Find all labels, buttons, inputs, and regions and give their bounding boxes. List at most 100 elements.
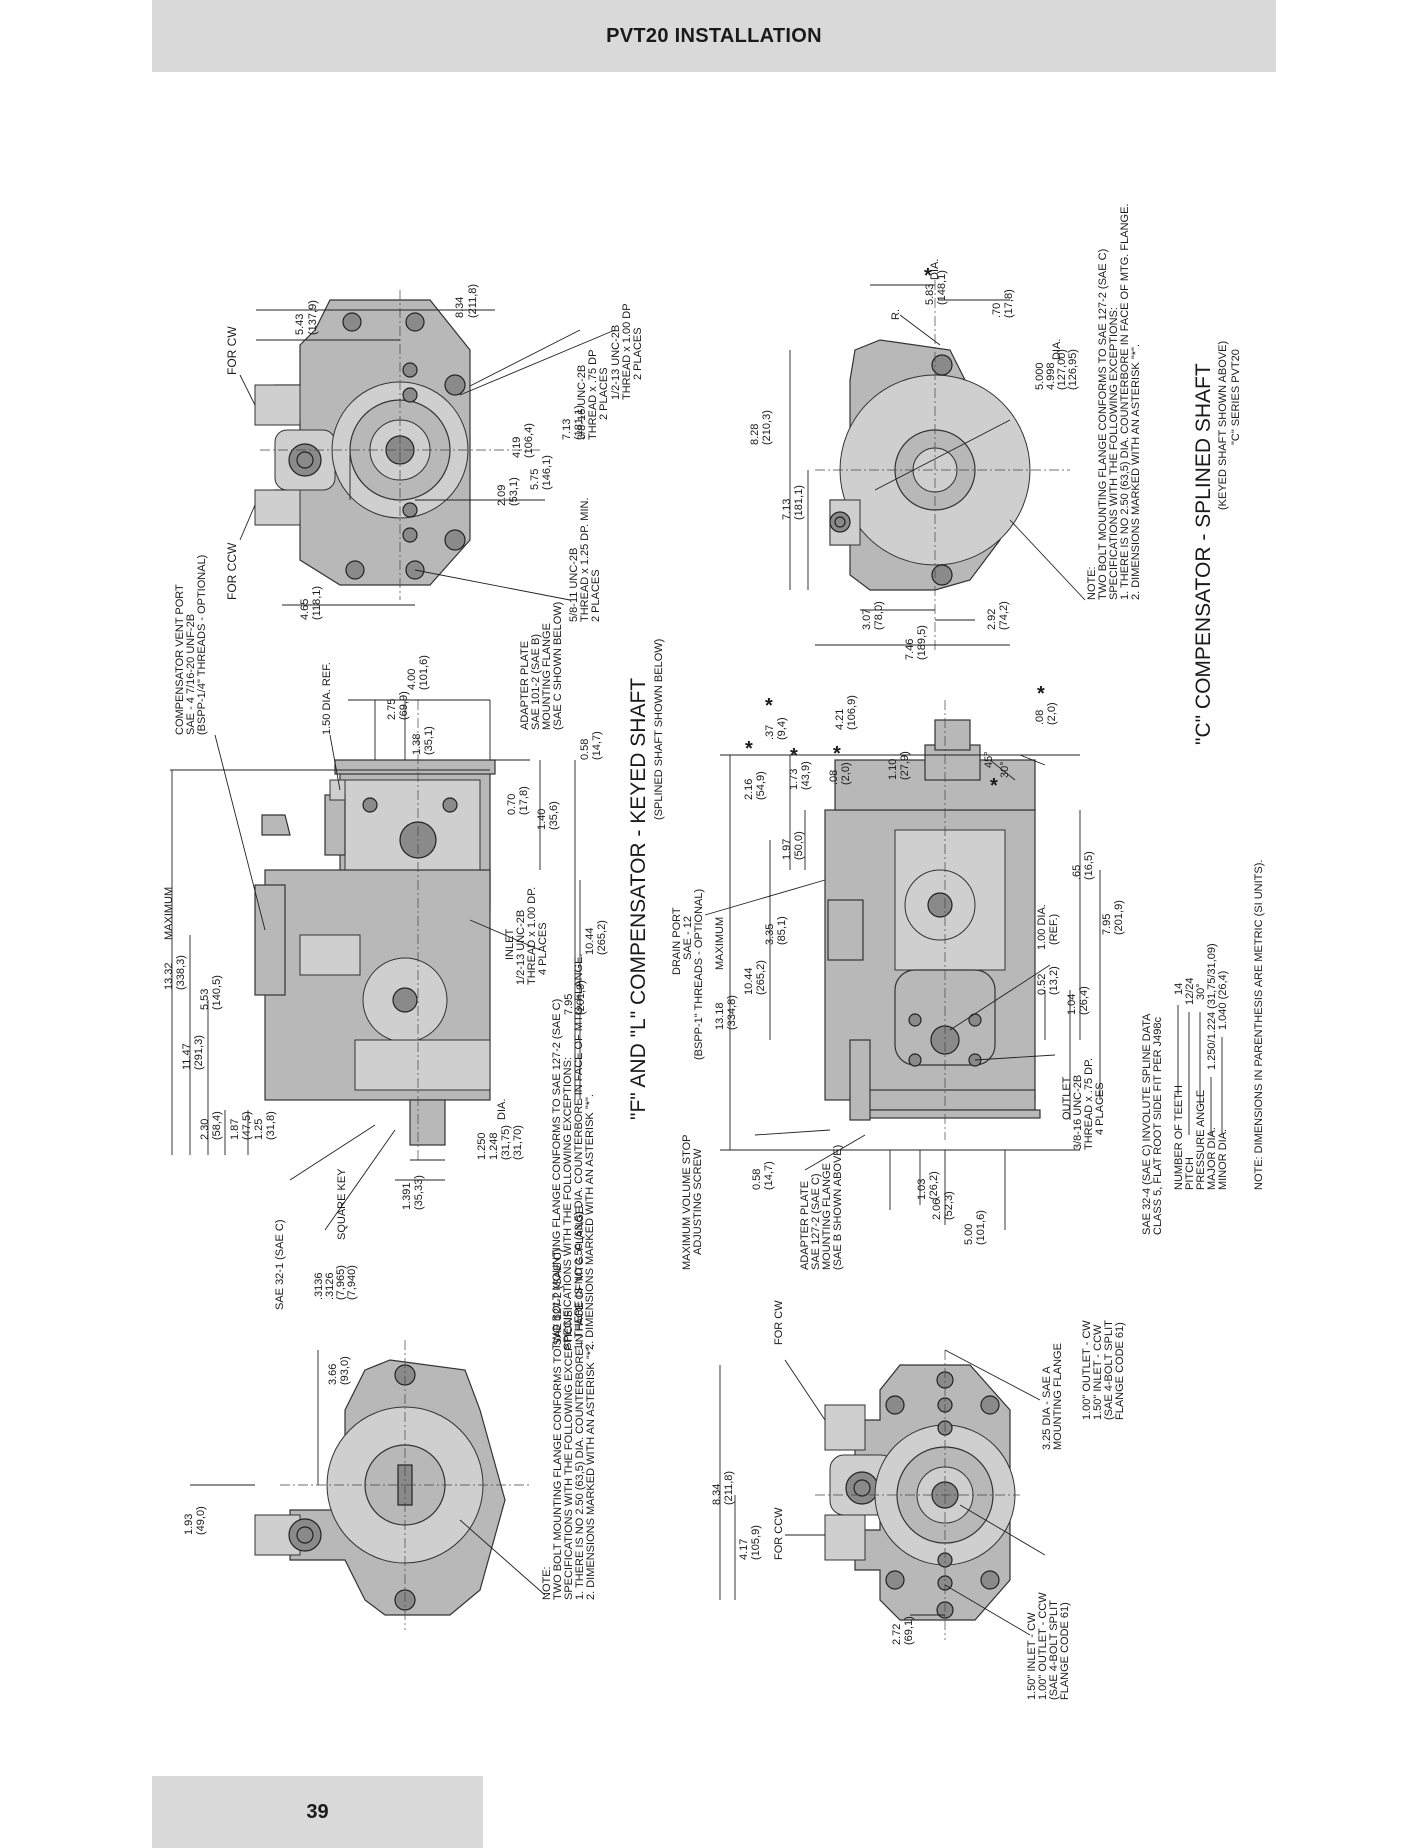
dim-1250-c: (31,75) [500, 1125, 512, 1160]
dim-465-b: (118,1) [311, 586, 323, 620]
note-top-l4: 1. THERE IS NO 2.50 (63,5) DIA. COUNTERB… [1119, 204, 1131, 601]
dim-1332-b: (338,3) [175, 955, 187, 990]
dim-1044-a-1: 10.44 [584, 927, 596, 955]
outlet-l2: 3/8-16 UNC-2B [1072, 1075, 1084, 1150]
dim-193-b: (49,0) [195, 1506, 207, 1535]
side-view-keyed [170, 699, 581, 1231]
dim-543-b: (137,9) [307, 300, 319, 335]
dim-575-b: (146,1) [541, 455, 553, 490]
rear-view-keyed [239, 290, 616, 606]
dim-216-b: (54,9) [755, 771, 767, 800]
dim-713-b-1: 7.13 [781, 499, 793, 520]
dim-037-a: .37 [764, 725, 776, 740]
dim-052-a: 0.52 [1036, 974, 1048, 995]
inlet-l4: 4 PLACES [537, 922, 549, 975]
inlet-cw-l2: 1.00" OUTLET - CCW [1037, 1592, 1049, 1700]
dim-834-a: 8.34 [454, 297, 466, 318]
dim-500-b: (101,6) [975, 1210, 987, 1245]
thread-12-l3: 2 PLACES [632, 327, 644, 380]
dim-058-a-1: 0.58 [579, 739, 591, 760]
thread-58-l3: 2 PLACES [590, 569, 602, 622]
dim-553-a: 5.53 [199, 989, 211, 1010]
vent-port-l3: (BSPP-1/4" THREADS - OPTIONAL) [196, 555, 208, 735]
section-subtitle-splined: (KEYED SHAFT SHOWN ABOVE) [1217, 341, 1229, 510]
asterisk-angle: * [990, 775, 998, 797]
dim-065-b: (16,5) [1083, 851, 1095, 880]
page-number: 39 [306, 1800, 329, 1823]
dim-746-b: (189,5) [916, 625, 928, 660]
spline-row-value: 14 [1173, 983, 1185, 995]
page-title: PVT20 INSTALLATION [606, 24, 822, 47]
adapter-b-l1: ADAPTER PLATE [519, 641, 531, 730]
outlet-cw-l1: 1.00" OUTLET - CW [1081, 1320, 1093, 1420]
dim-583-b: (148,1) [936, 270, 948, 305]
label-r: R. [890, 309, 902, 320]
note-left-bot-l3: SPECIFICATIONS WITH THE FOLLOWING EXCEPT… [563, 1307, 575, 1600]
adapter-c-l1: ADAPTER PLATE [799, 1181, 811, 1270]
dim-366-b: (93,0) [339, 1356, 351, 1385]
dim-037-b: (9,4) [776, 717, 788, 740]
dim-419-b: (106,4) [523, 423, 535, 458]
label-maximum: MAXIMUM [163, 887, 175, 940]
vent-port-l2: SAE - 4 7/16-20 UNF-2B [185, 614, 197, 735]
max-vol-stop-l2: ADJUSTING SCREW [692, 1148, 704, 1255]
dim-125-b: (31,8) [265, 1111, 277, 1140]
outlet-l1: OUTLET [1061, 1076, 1073, 1120]
asterisk-008-b: * [1037, 683, 1045, 705]
dim-070-a: 0.70 [506, 794, 518, 815]
dim-209-b: (53,1) [508, 477, 520, 506]
dim-834-b-2: (211,8) [723, 1471, 735, 1505]
dim-575-a: 5.75 [529, 469, 541, 490]
inlet-l1: INLET [504, 929, 516, 960]
dim-193-a: 1.93 [183, 1514, 195, 1535]
dim-421-a: 4.21 [834, 709, 846, 730]
dim-1250-a: 1.250 [476, 1132, 488, 1160]
drain-port-l3: (BSPP-1" THREADS - OPTIONAL) [693, 889, 705, 1060]
dim-138-a: 1.38 [411, 734, 423, 755]
dim-187-a: 1.87 [229, 1119, 241, 1140]
dim-417-b: (105,9) [750, 1525, 762, 1560]
dim-400-b: (101,6) [418, 655, 430, 690]
spline-data-l2: CLASS 5, FLAT ROOT SIDE FIT PER J498c [1152, 1016, 1164, 1235]
dim-335-a: 3.35 [764, 924, 776, 945]
dim-746-a: 7.46 [904, 639, 916, 660]
front-view-splined [789, 280, 1086, 650]
asterisk-008: * [833, 743, 841, 765]
dim-173-b: (43,9) [800, 761, 812, 790]
dim-008-b: (2,0) [840, 762, 852, 785]
thread-38-l2: THREAD x .75 DP [587, 350, 599, 440]
dim-140-a: 1.40 [536, 809, 548, 830]
dim-1318-a: 13.18 [714, 1002, 726, 1030]
dim-110-a: 1.10 [887, 759, 899, 780]
note-left-bot-l4: 1. THERE IS NO 2.50 (63,5) DIA. COUNTERB… [574, 1204, 586, 1601]
spline-row-name: NUMBER OF TEETH [1173, 1085, 1185, 1190]
dim-230-a: 2.30 [199, 1119, 211, 1140]
dim-292-b: (74,2) [998, 601, 1010, 630]
dim-070-b: (17,8) [518, 786, 530, 815]
page-footer: 39 [152, 1776, 483, 1848]
dim-187-b: (47,5) [241, 1111, 253, 1140]
dim-834-b-1: 8.34 [711, 1484, 723, 1505]
dim-583-a: 5.83 [924, 284, 936, 305]
dim-1391-b: (35,33) [413, 1175, 425, 1210]
label-maximum-b: MAXIMUM [714, 917, 726, 970]
spline-row-name: MAJOR DIA. [1206, 1127, 1218, 1190]
spline-row-name: PRESSURE ANGLE [1195, 1090, 1207, 1190]
label-for-cw-top: FOR CW [225, 326, 239, 375]
dim-307-a: 3.07 [861, 609, 873, 630]
label-dia-shaft: DIA. [496, 1099, 508, 1120]
dim-543-a: 5.43 [294, 314, 306, 335]
dim-3136-c: (7,965) [335, 1265, 347, 1300]
dim-1318-b: (334,8) [726, 995, 738, 1030]
dim-110-b: (27,9) [899, 751, 911, 780]
thread-12-l2: THREAD x 1.00 DP [621, 303, 633, 400]
dim-209-a: 2.09 [496, 485, 508, 506]
dim-058-a-2: (14,7) [591, 731, 603, 760]
dim-058-b-2: (14,7) [763, 1161, 775, 1190]
dim-500-a: 5.00 [963, 1224, 975, 1245]
thread-58-l2: THREAD x 1.25 DP. MIN. [579, 498, 591, 623]
dim-335-b: (85,1) [776, 916, 788, 945]
adapter-b-l3: MOUNTING FLANGE [541, 623, 553, 730]
dim-1147-a: 11.47 [181, 1043, 193, 1070]
